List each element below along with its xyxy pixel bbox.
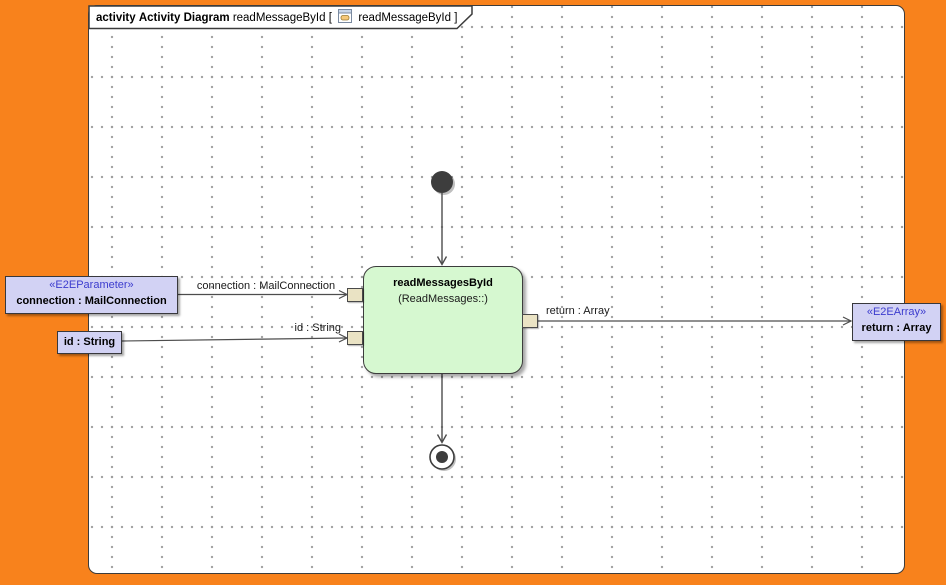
edge-label-id[interactable]: id : String: [294, 322, 341, 334]
edge-initial-to-action[interactable]: [436, 193, 448, 266]
object-name: id : String: [63, 336, 116, 348]
frame-context-name: readMessageById: [358, 12, 452, 24]
stereotype-label: «E2EParameter»: [49, 279, 134, 291]
action-name: readMessagesById: [393, 277, 493, 289]
input-pin-id[interactable]: [347, 331, 363, 345]
frame-close-bracket: ]: [454, 12, 458, 24]
edge-return-flow[interactable]: [538, 316, 853, 326]
edge-action-to-final[interactable]: [436, 373, 448, 444]
input-pin-connection[interactable]: [347, 288, 363, 302]
object-name: return : Array: [861, 322, 932, 334]
diagram-frame-header: activity Activity Diagram readMessageByI…: [96, 9, 466, 25]
frame-diagram-name: readMessageById: [232, 12, 326, 24]
edge-id-flow[interactable]: [121, 333, 349, 343]
frame-keyword: activity Activity Diagram: [96, 12, 230, 24]
diagram-frame-header-shape: [88, 5, 473, 30]
edge-label-return[interactable]: return : Array: [546, 305, 610, 317]
object-node-id[interactable]: id : String: [57, 331, 122, 354]
activity-diagram-icon: [338, 9, 353, 23]
edge-label-connection[interactable]: connection : MailConnection: [196, 280, 336, 292]
object-node-return[interactable]: «E2EArray» return : Array: [852, 303, 941, 341]
object-node-connection[interactable]: «E2EParameter» connection : MailConnecti…: [5, 276, 178, 314]
object-name: connection : MailConnection: [16, 295, 167, 307]
output-pin-return[interactable]: [522, 314, 538, 328]
stereotype-label: «E2EArray»: [866, 306, 927, 318]
frame-open-bracket: [: [328, 12, 332, 24]
initial-node[interactable]: [431, 171, 453, 193]
final-node[interactable]: [429, 444, 455, 470]
action-subtitle: (ReadMessages::): [398, 293, 488, 305]
action-node-readMessagesById[interactable]: readMessagesById (ReadMessages::): [363, 266, 523, 374]
